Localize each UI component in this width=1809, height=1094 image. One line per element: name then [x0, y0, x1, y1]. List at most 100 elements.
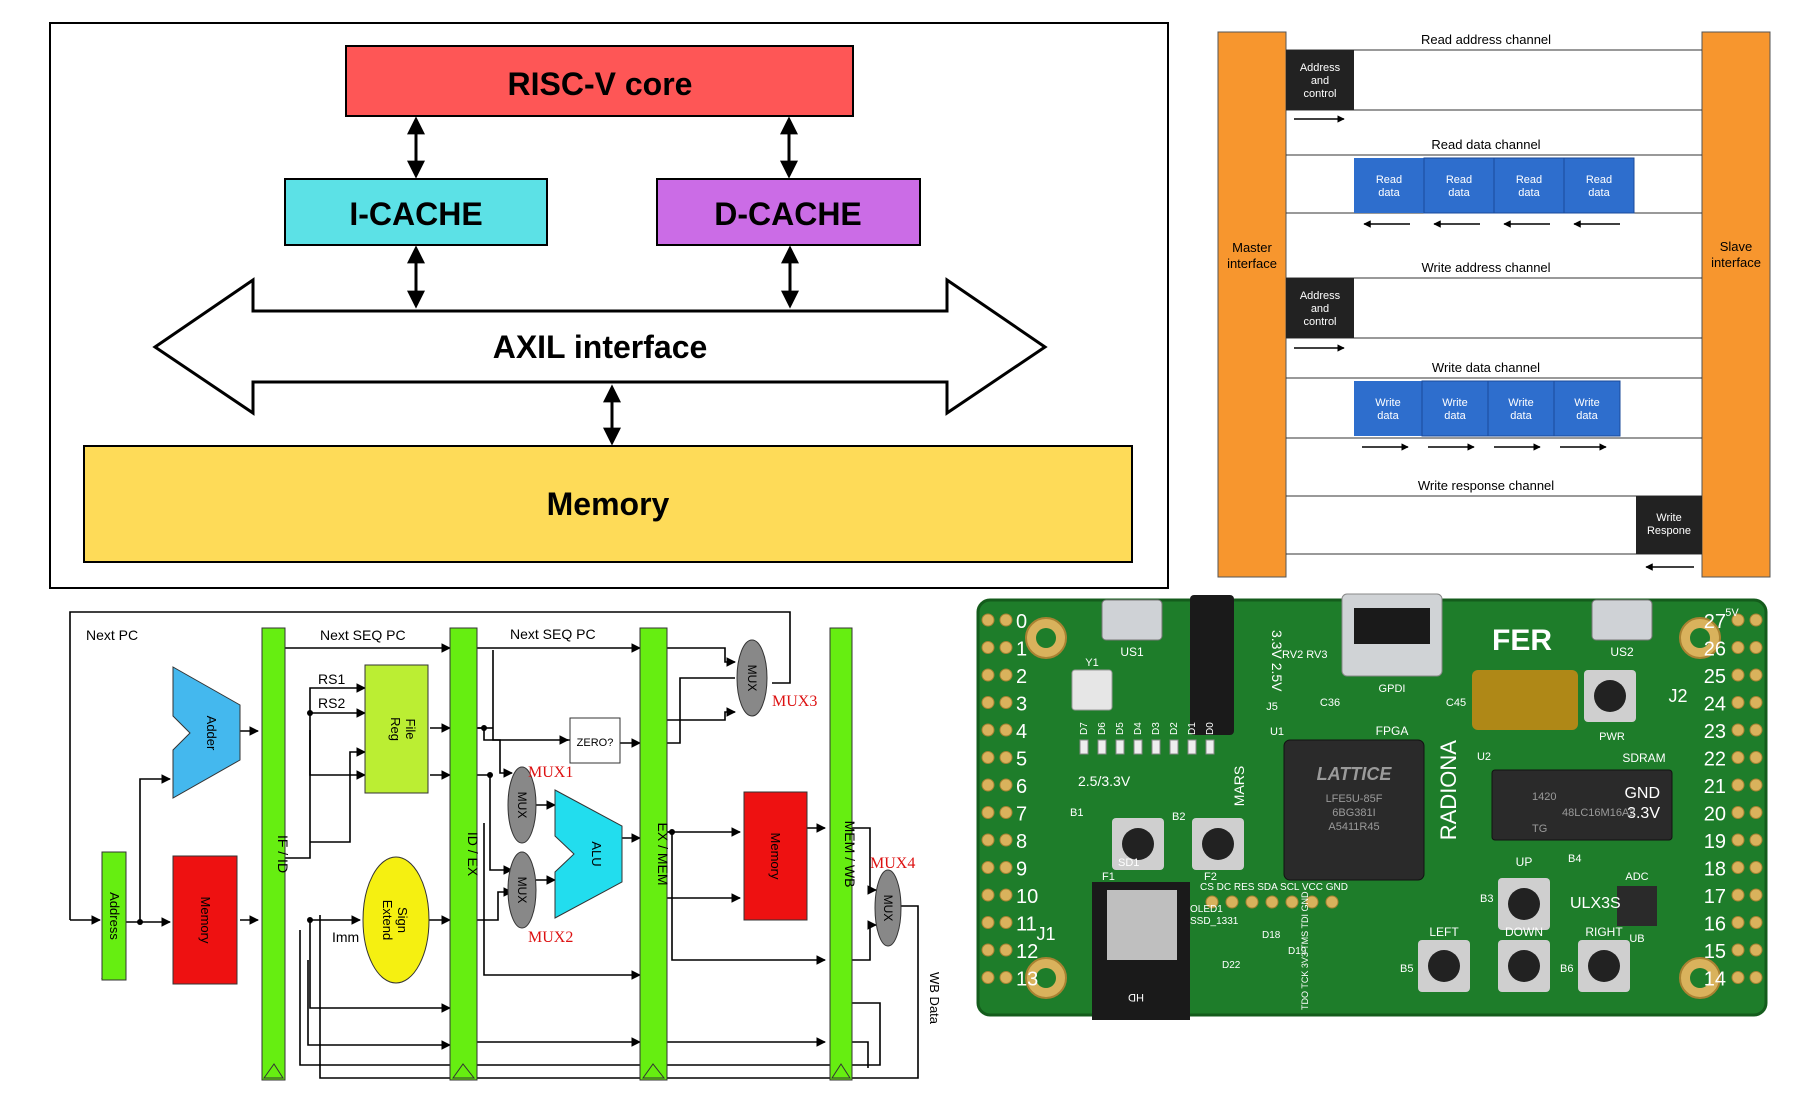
left-pin-number: 11	[1016, 914, 1037, 936]
u2-label: U2	[1477, 751, 1491, 763]
master-interface-bar	[1218, 32, 1286, 577]
right-pin-number: 14	[1704, 969, 1726, 991]
right-pin-number: 25	[1704, 666, 1726, 688]
left-pin-number: 3	[1016, 694, 1027, 716]
data-memory-label: Memory	[768, 833, 783, 880]
led	[1116, 740, 1124, 754]
header-pin	[1732, 972, 1744, 984]
d22-label: D22	[1222, 960, 1241, 971]
header-pin	[1000, 752, 1012, 764]
mux3-text: MUX	[745, 665, 759, 692]
header-pin	[1732, 752, 1744, 764]
header-pin	[1000, 669, 1012, 681]
c36-label: C36	[1320, 697, 1340, 709]
rs2-label: RS2	[318, 695, 345, 711]
pwr-label: PWR	[1599, 731, 1625, 743]
right-pin-number: 17	[1704, 886, 1726, 908]
zero-mux3-wire	[667, 678, 735, 743]
mux1-label: MUX1	[528, 764, 573, 781]
mem-wb-label: MEM / WB	[842, 821, 858, 888]
left-pin-number: 9	[1016, 859, 1027, 881]
led	[1152, 740, 1160, 754]
next-seq-pc-label-2: Next SEQ PC	[510, 626, 596, 642]
header-pin	[982, 972, 994, 984]
mars-label: MARS	[1231, 766, 1247, 806]
header-pin	[1750, 807, 1762, 819]
ub-label: UB	[1629, 933, 1644, 945]
imm-mux2-wire	[477, 892, 512, 920]
oled-pin	[1286, 896, 1298, 908]
fer-logo: FER	[1492, 624, 1552, 657]
risc-v-core-label: RISC-V core	[508, 66, 693, 102]
right-pin-number: 26	[1704, 639, 1726, 661]
left-pin-number: 7	[1016, 804, 1027, 826]
write-data-cell-text: Write	[1574, 397, 1599, 409]
sd-label: SD1	[1118, 857, 1139, 869]
header-pin	[1750, 862, 1762, 874]
crystal-y1	[1072, 670, 1112, 710]
rv-label: RV2 RV3	[1282, 649, 1327, 661]
right-label: RIGHT	[1585, 925, 1623, 939]
memory-label: Memory	[547, 486, 670, 522]
id-ex-label: ID / EX	[465, 832, 481, 877]
y1-label: Y1	[1085, 657, 1098, 669]
pipeline-datapath-diagram: IF / ID ID / EX EX / MEM MEM / WB Addres…	[0, 590, 960, 1094]
header-pin	[1000, 862, 1012, 874]
regfile-label-2: File	[403, 719, 418, 740]
left-pin-number: 8	[1016, 831, 1027, 853]
header-pin	[982, 752, 994, 764]
u1-label: U1	[1270, 726, 1284, 738]
write-data-title: Write data channel	[1432, 360, 1540, 375]
mux2-text: MUX	[515, 877, 529, 904]
header-pin	[1000, 972, 1012, 984]
radiona-label: RADIONA	[1436, 740, 1461, 841]
header-pin	[982, 834, 994, 846]
header-pin	[1000, 614, 1012, 626]
dcache-label: D-CACHE	[714, 196, 862, 232]
write-address-cell-text-3: control	[1303, 316, 1336, 328]
led-label: D2	[1169, 722, 1180, 735]
seq-mux3-wire	[667, 648, 735, 662]
led-label: D0	[1205, 722, 1216, 735]
header-pin	[1000, 779, 1012, 791]
up-label: UP	[1516, 855, 1533, 869]
sd-card-contacts	[1107, 890, 1177, 960]
right-pin-number: 27	[1704, 611, 1726, 633]
v33-25-label: 2.5/3.3V	[1078, 773, 1131, 789]
left-pin-number: 1	[1016, 639, 1027, 661]
read-data-cell-text: Read	[1446, 174, 1472, 186]
header-pin	[1750, 614, 1762, 626]
header-pin	[1732, 779, 1744, 791]
right-pin-number: 15	[1704, 941, 1726, 963]
wb-data-label: WB Data	[927, 972, 942, 1025]
lattice-part-1: LFE5U-85F	[1326, 793, 1383, 805]
header-pin	[1732, 697, 1744, 709]
header-pin	[1000, 889, 1012, 901]
sdram-part-2: 48LC16M16A2	[1562, 807, 1635, 819]
led	[1188, 740, 1196, 754]
write-response-cell-text-1: Write	[1656, 512, 1681, 524]
audio-jack	[1190, 595, 1234, 735]
wb-regfile-wire	[310, 752, 365, 842]
master-label-2: interface	[1227, 256, 1277, 271]
next-seq-pc-label-1: Next SEQ PC	[320, 627, 406, 643]
led	[1080, 740, 1088, 754]
d19-label: D19	[1288, 946, 1307, 957]
right-pin-number: 23	[1704, 721, 1726, 743]
header-pin	[1732, 944, 1744, 956]
gnd-label: GND	[1624, 785, 1660, 802]
read-data-cell-text: Read	[1516, 174, 1542, 186]
rd-wire-5	[852, 1042, 868, 1068]
d18-label: D18	[1262, 930, 1281, 941]
read-data-title: Read data channel	[1431, 137, 1540, 152]
header-pin	[1732, 807, 1744, 819]
adc-label: ADC	[1625, 871, 1648, 883]
b2-label: B2	[1172, 811, 1185, 823]
header-pin	[982, 944, 994, 956]
rs1-label: RS1	[318, 671, 345, 687]
slave-label-1: Slave	[1720, 239, 1753, 254]
zero-label: ZERO?	[577, 737, 614, 749]
header-pin	[1732, 917, 1744, 929]
header-pin	[1000, 807, 1012, 819]
led	[1134, 740, 1142, 754]
